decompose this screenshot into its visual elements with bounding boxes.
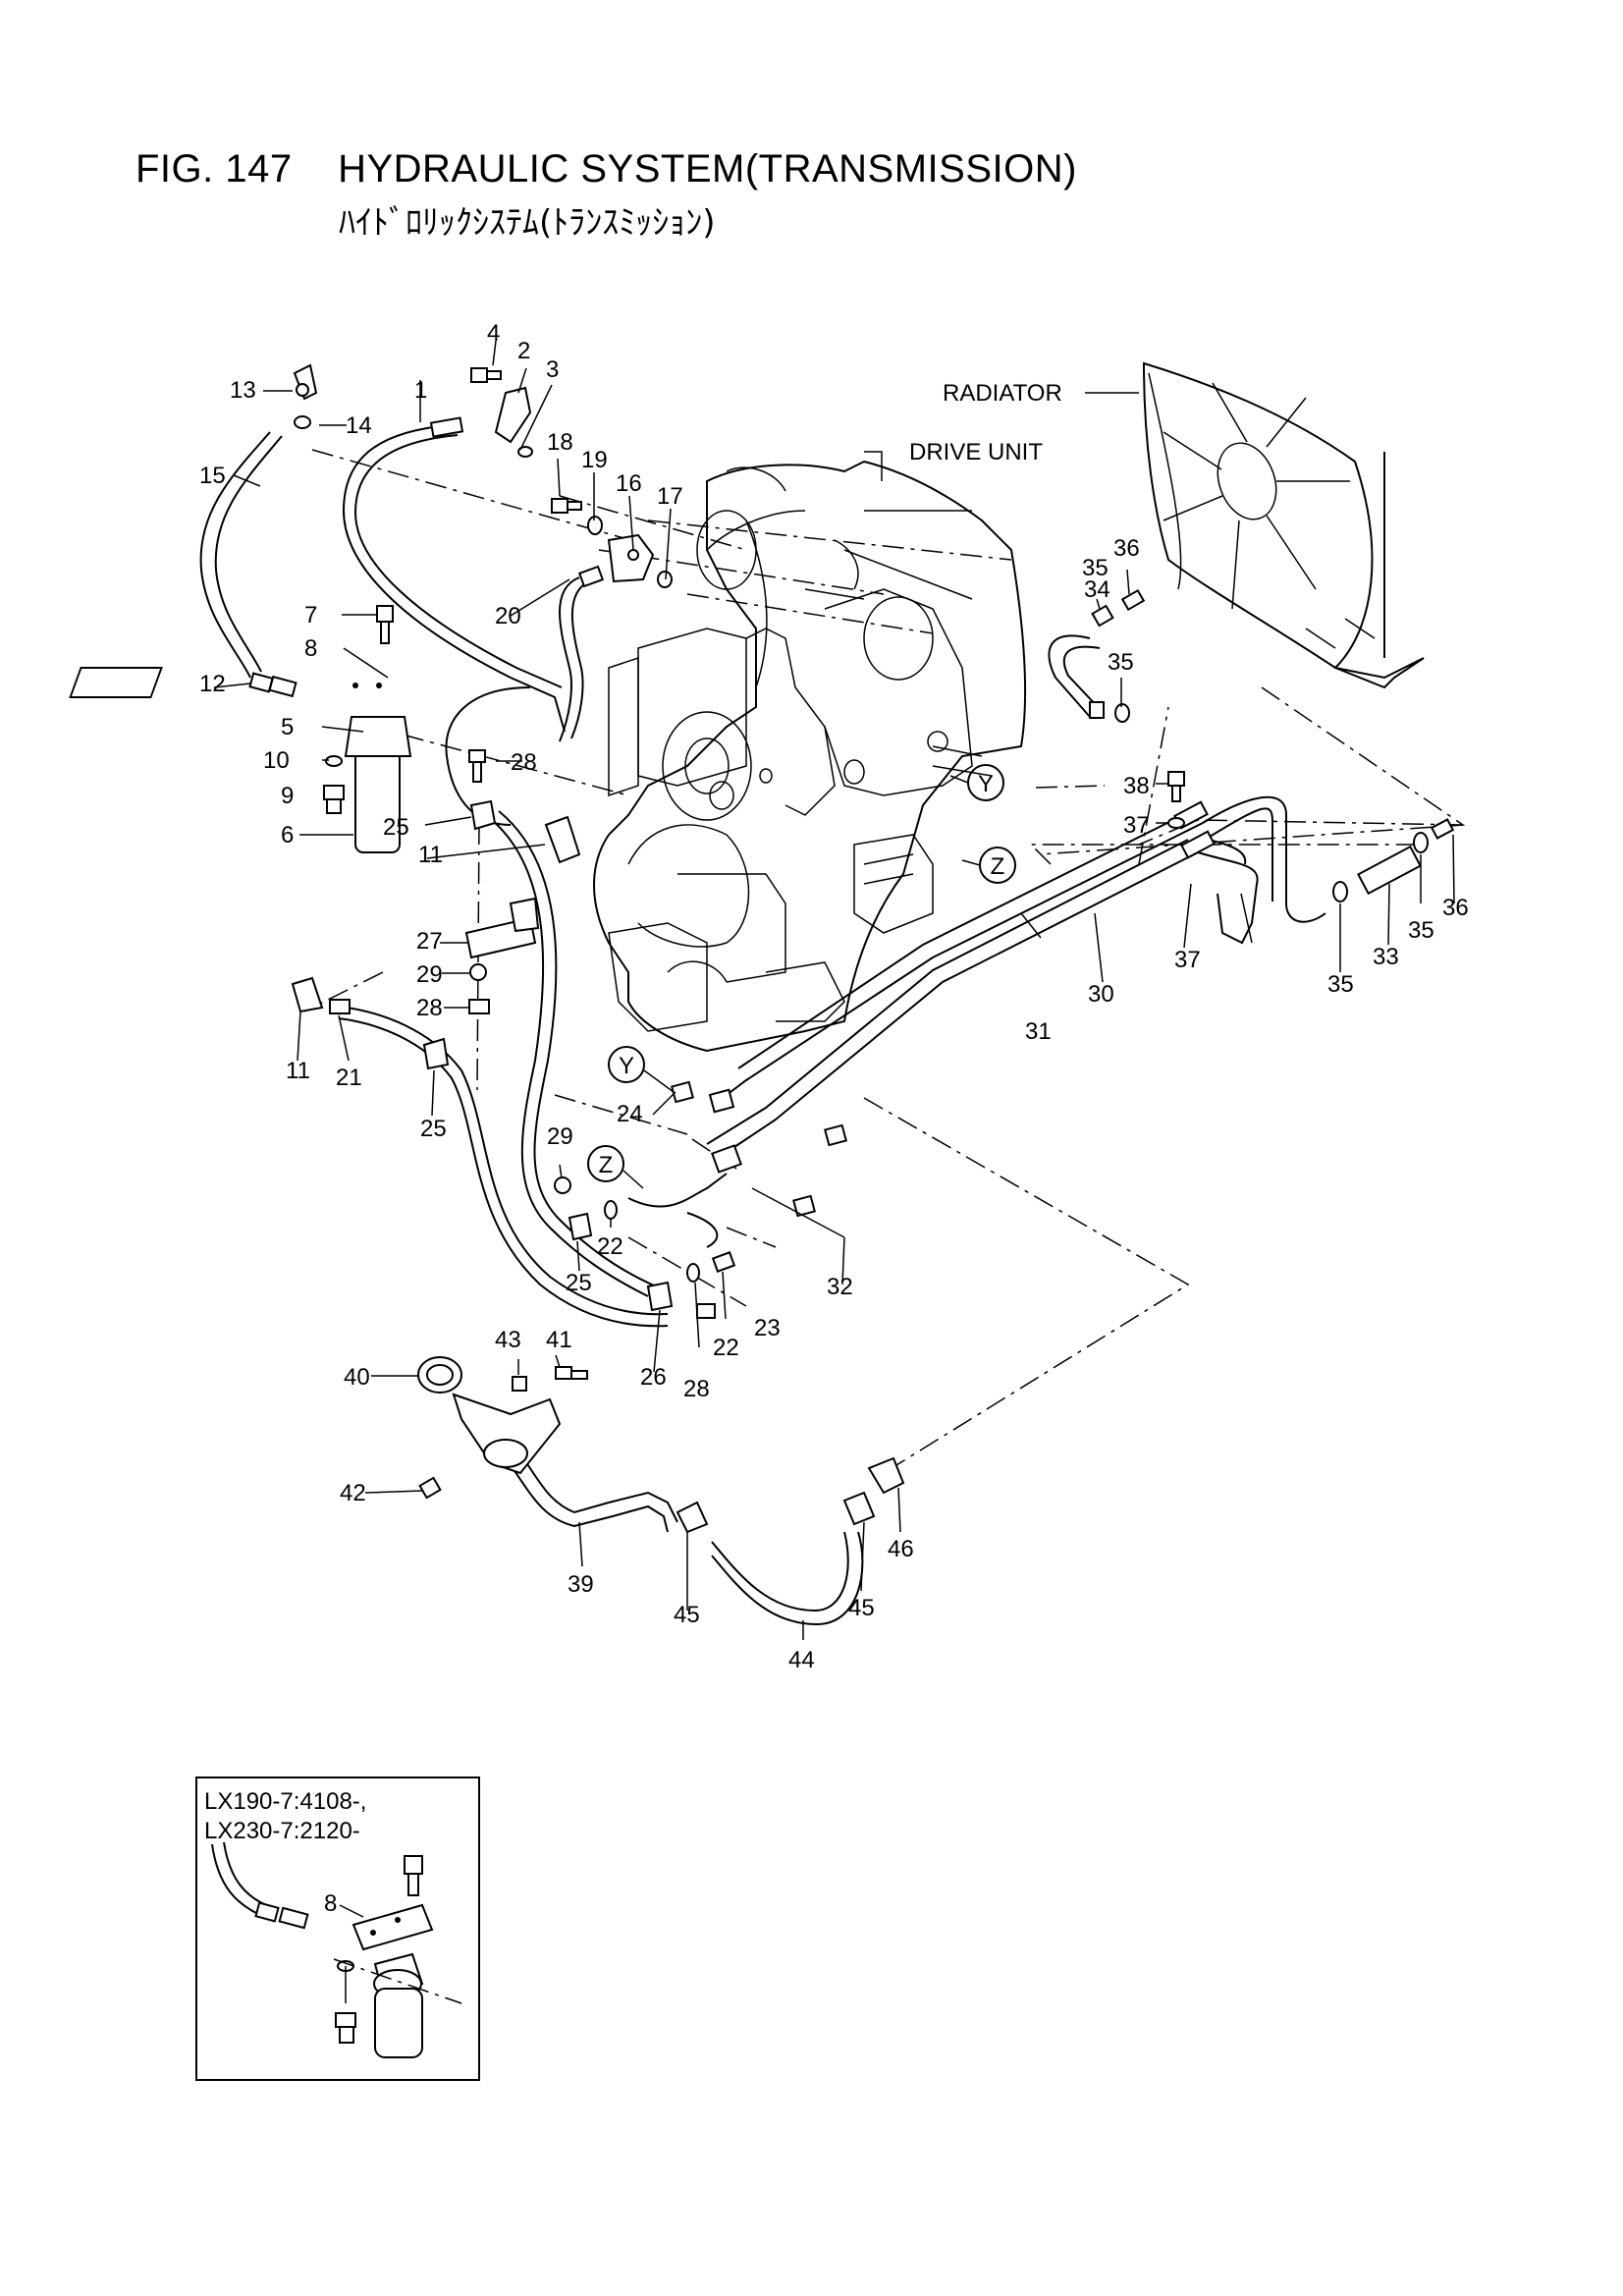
part-label-29-lower: 29 <box>547 1123 573 1150</box>
part-label-20: 20 <box>495 603 521 629</box>
part-label-34: 34 <box>1084 576 1110 603</box>
callout-radiator: RADIATOR <box>943 380 1062 407</box>
part-label-10: 10 <box>263 747 290 774</box>
part-label-35-b: 35 <box>1108 649 1134 676</box>
part-label-28-lower: 28 <box>683 1376 710 1402</box>
figure-title: FIG. 147 HYDRAULIC SYSTEM(TRANSMISSION) <box>135 147 1077 191</box>
part-label-28-upper: 28 <box>511 749 537 776</box>
part-label-32: 32 <box>827 1274 853 1300</box>
part-label-43: 43 <box>495 1327 521 1353</box>
part-label-35-c: 35 <box>1327 971 1354 998</box>
marker-z-upper: Z <box>991 853 1005 880</box>
part-label-22-lower: 22 <box>713 1335 739 1361</box>
section-markers: Y Z Y Z <box>587 764 1016 1189</box>
part-label-7: 7 <box>304 602 317 629</box>
part-label-42: 42 <box>340 1480 366 1506</box>
part-label-31: 31 <box>1025 1018 1052 1045</box>
center-lines <box>303 449 1466 1474</box>
part-label-16: 16 <box>616 470 642 497</box>
part-label-45-a: 45 <box>674 1602 700 1628</box>
part-label-18: 18 <box>547 429 573 456</box>
part-label-35-a: 35 <box>1082 555 1109 581</box>
part-label-12: 12 <box>199 671 226 697</box>
figure-number: FIG. 147 <box>135 147 293 191</box>
part-label-39: 39 <box>568 1571 594 1598</box>
part-label-25-lower: 25 <box>566 1270 592 1296</box>
callout-texts: RADIATOR DRIVE UNIT <box>909 380 1062 465</box>
part-label-23: 23 <box>754 1315 781 1341</box>
part-label-3: 3 <box>546 356 559 383</box>
part-label-19: 19 <box>581 447 608 473</box>
inset-variant-box: LX190-7:4108-, LX230-7:2120- 8 <box>195 1777 480 2081</box>
part-label-11-lower: 11 <box>286 1058 310 1084</box>
part-label-21: 21 <box>336 1065 362 1091</box>
part-label-13: 13 <box>230 377 256 404</box>
part-label-1: 1 <box>414 377 427 404</box>
part-label-4: 4 <box>487 320 500 347</box>
part-label-24: 24 <box>617 1101 643 1127</box>
part-label-9: 9 <box>281 783 294 809</box>
components <box>69 363 1455 1534</box>
part-label-35-d: 35 <box>1408 917 1434 944</box>
part-label-15: 15 <box>199 463 226 489</box>
marker-z-lower: Z <box>599 1152 614 1178</box>
part-label-27: 27 <box>416 928 443 955</box>
part-label-26: 26 <box>640 1364 667 1391</box>
part-label-36-a: 36 <box>1113 535 1140 562</box>
part-label-22-upper: 22 <box>597 1233 623 1260</box>
part-label-5: 5 <box>281 714 294 740</box>
part-label-33: 33 <box>1373 944 1399 970</box>
marker-y-upper: Y <box>978 771 994 797</box>
part-label-17: 17 <box>657 483 683 510</box>
inset-model-line-1: LX190-7:4108-, <box>204 1788 366 1815</box>
part-label-46: 46 <box>888 1536 914 1562</box>
drive-unit-drawing <box>593 460 1027 1053</box>
callout-drive-unit: DRIVE UNIT <box>909 439 1043 465</box>
figure-title-block: FIG. 147 HYDRAULIC SYSTEM(TRANSMISSION) … <box>135 147 1077 244</box>
figure-title-text: HYDRAULIC SYSTEM(TRANSMISSION) <box>338 147 1077 191</box>
part-label-37-a: 37 <box>1123 812 1150 839</box>
part-label-36-b: 36 <box>1442 895 1469 921</box>
part-label-40: 40 <box>344 1364 370 1391</box>
marker-y-lower: Y <box>619 1053 634 1079</box>
part-label-14: 14 <box>346 412 372 439</box>
part-label-29-upper: 29 <box>416 961 443 988</box>
radiator-drawing <box>1142 361 1425 689</box>
part-label-30: 30 <box>1088 981 1114 1008</box>
part-label-6: 6 <box>281 822 294 848</box>
part-label-37-b: 37 <box>1174 947 1201 973</box>
part-number-labels: 1 2 3 4 5 6 7 8 9 10 11 11 12 13 14 15 1… <box>199 320 1469 1673</box>
part-label-25-upper: 25 <box>383 814 409 841</box>
figure-subtitle: ﾊｲﾄﾞﾛﾘｯｸｼｽﾃﾑ(ﾄﾗﾝｽﾐｯｼｮﾝ) <box>339 203 716 243</box>
part-label-11-upper: 11 <box>418 842 443 868</box>
part-label-8: 8 <box>304 635 317 662</box>
inset-model-line-2: LX230-7:2120- <box>204 1818 360 1844</box>
callout-leaders <box>213 340 1455 1640</box>
hoses-and-pipes <box>199 416 1326 1626</box>
part-label-41: 41 <box>546 1327 572 1353</box>
part-label-25-mid: 25 <box>420 1116 447 1142</box>
part-label-2: 2 <box>517 338 530 364</box>
part-label-45-b: 45 <box>848 1595 875 1621</box>
part-label-28-mid: 28 <box>416 995 443 1021</box>
part-label-38: 38 <box>1123 773 1150 799</box>
inset-part-label-8: 8 <box>324 1890 337 1917</box>
part-label-44: 44 <box>788 1647 815 1673</box>
